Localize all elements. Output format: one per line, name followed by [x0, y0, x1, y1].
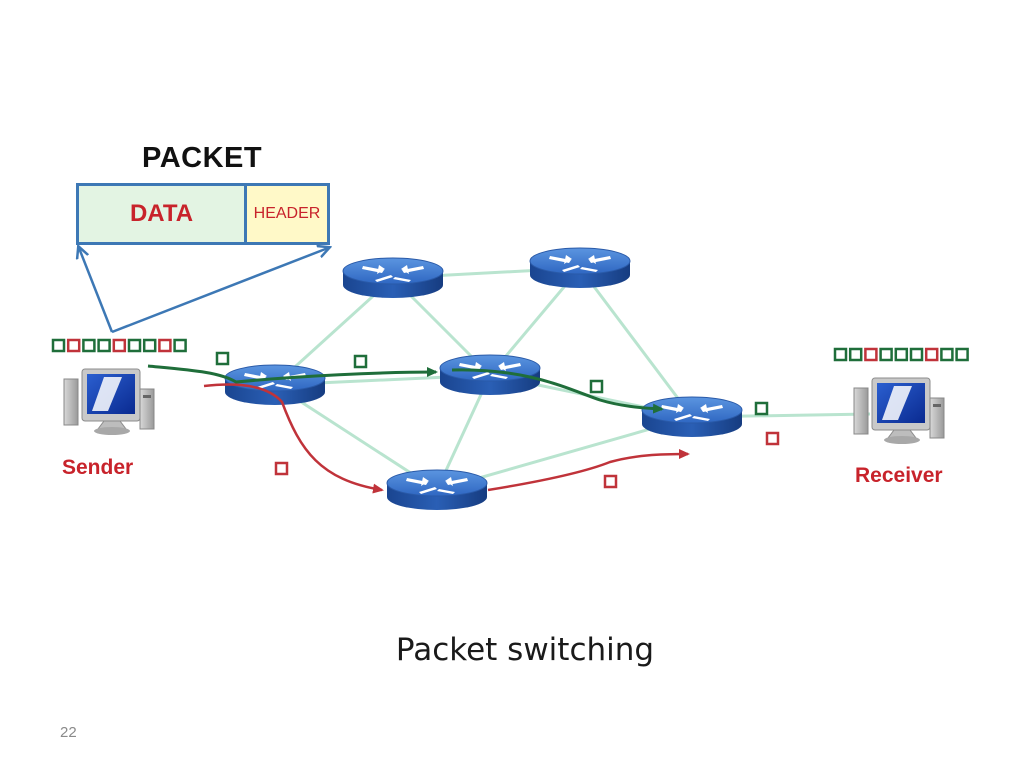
green-path-arrow [451, 368, 664, 414]
sender-label: Sender [62, 456, 134, 479]
slide-caption: Packet switching [395, 632, 655, 668]
green-path-arrow [147, 364, 438, 384]
red-path-arrow [203, 383, 384, 494]
packet-green [848, 347, 863, 362]
packet-data-field: DATA [79, 186, 247, 242]
router-icon [386, 469, 488, 511]
router-icon [529, 247, 631, 289]
packet-expansion-arrows [79, 248, 328, 334]
packet-green [833, 347, 848, 362]
packet-green [909, 347, 924, 362]
packet-green [97, 338, 111, 353]
packet-green [82, 338, 96, 353]
router-icon [641, 396, 743, 438]
packet-green [940, 347, 954, 362]
receiver-label: Receiver [855, 464, 943, 487]
packet-green [127, 338, 142, 353]
expansion-arrow-right [111, 248, 328, 334]
red-path-arrow [487, 449, 690, 492]
packet-header-field: HEADER [247, 186, 327, 242]
packet-green [51, 338, 66, 353]
sender-packet-queue [51, 338, 187, 353]
computer-icon [853, 377, 945, 445]
packet-red [924, 347, 939, 362]
packet-structure: DATA HEADER [76, 183, 330, 245]
packet-red [274, 461, 289, 476]
packet-red [864, 347, 878, 362]
packet-green [173, 338, 187, 353]
router-icon [342, 257, 444, 299]
packet-green [142, 338, 157, 353]
packet-green [894, 347, 909, 362]
packet-red [112, 338, 127, 353]
packet-red [765, 431, 780, 446]
packet-green [754, 401, 769, 416]
link [578, 267, 694, 418]
network-links [273, 266, 871, 492]
packet-green [215, 351, 230, 366]
computer-icon [63, 368, 155, 436]
packet-green [955, 347, 969, 362]
packet-green [589, 379, 604, 394]
packet-red [66, 338, 81, 353]
packet-title: PACKET [142, 142, 263, 174]
expansion-arrow-left [79, 248, 114, 333]
packet-red [158, 338, 172, 353]
slide-number: 22 [60, 724, 77, 741]
receiver-packet-queue [833, 347, 969, 362]
packet-red [603, 474, 618, 489]
packet-green [879, 347, 893, 362]
packet-green [353, 354, 368, 369]
